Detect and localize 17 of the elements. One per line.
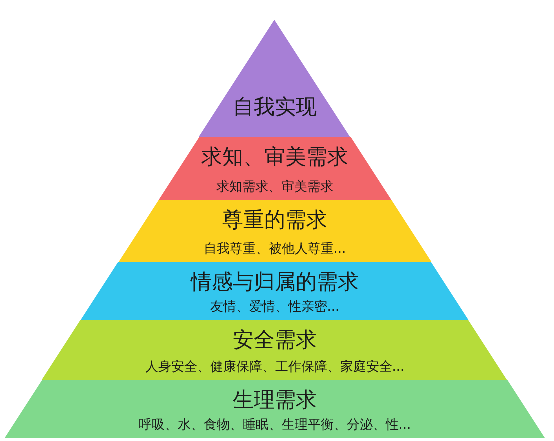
level-title: 自我实现 — [232, 94, 317, 121]
level-description: 友情、爱情、性亲密... — [210, 299, 340, 316]
pyramid-level — [42, 320, 508, 380]
level-title: 求知、审美需求 — [201, 144, 348, 171]
level-title: 安全需求 — [232, 327, 317, 354]
level-description: 人身安全、健康保障、工作保障、家庭安全... — [145, 359, 405, 376]
level-title: 情感与归属的需求 — [190, 269, 359, 296]
pyramid-level — [81, 262, 469, 320]
pyramid-level — [158, 137, 392, 200]
pyramid-level — [5, 380, 545, 438]
level-title: 尊重的需求 — [222, 207, 328, 234]
level-title: 生理需求 — [233, 387, 317, 414]
level-description: 自我尊重、被他人尊重... — [204, 241, 346, 258]
level-description: 求知需求、审美需求 — [216, 179, 334, 196]
pyramid-level — [118, 200, 432, 262]
level-description: 呼吸、水、食物、睡眠、生理平衡、分泌、性... — [138, 417, 412, 434]
pyramid-level — [199, 20, 351, 137]
